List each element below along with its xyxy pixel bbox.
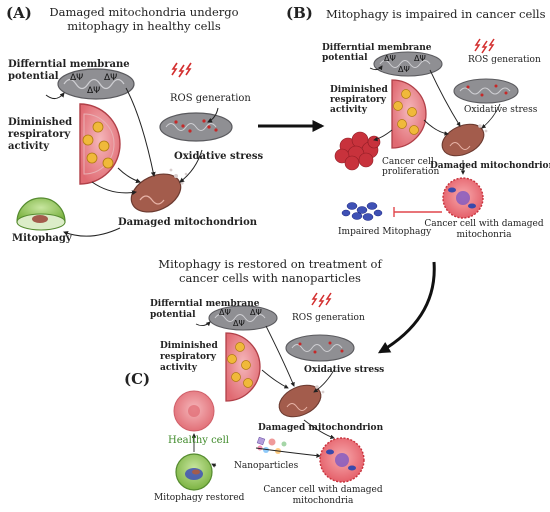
mitophagy-vesicle-a xyxy=(16,197,66,231)
panel-b-proliferation-label-line2: proliferation xyxy=(382,167,440,177)
delta-psi-b2: ΔΨ xyxy=(414,54,426,63)
panel-b-proliferation-label-line1: Cancer cell xyxy=(382,157,434,167)
panel-a-title-line1: Damaged mitochondria undergo xyxy=(49,5,239,19)
ros-lightning-icon-a xyxy=(171,62,192,78)
panel-a-oxidative-label: Oxidative stress xyxy=(174,151,264,162)
panel-b-impaired-label: Impaired Mitophagy xyxy=(338,227,432,237)
oxidative-mitochondrion-c xyxy=(285,334,355,362)
panel-c-respiratory-label-line2: respiratory xyxy=(160,352,216,362)
panel-c: ΔΨ ΔΨ ΔΨ xyxy=(173,292,365,491)
delta-psi-a2: ΔΨ xyxy=(104,73,117,83)
membrane-mitochondrion-b: ΔΨ ΔΨ ΔΨ xyxy=(373,51,443,77)
panel-a: ΔΨ ΔΨ ΔΨ xyxy=(16,62,233,237)
respiratory-cell-c xyxy=(225,332,261,402)
respiratory-cell-a xyxy=(79,103,121,185)
delta-psi-a1: ΔΨ xyxy=(70,73,83,83)
panel-c-restored-label: Mitophagy restored xyxy=(154,493,245,503)
panel-c-oxidative-label: Oxidative stress xyxy=(304,365,385,375)
panel-b-damaged-label: Damaged mitochondrion xyxy=(430,161,550,171)
panel-a-title-line2: mitophagy in healthy cells xyxy=(67,19,221,33)
panel-c-respiratory-label-line1: Diminished xyxy=(160,341,218,351)
panel-a-respiratory-label-line3: activity xyxy=(8,141,50,152)
delta-psi-c1: ΔΨ xyxy=(219,308,231,317)
cancer-cell-b xyxy=(442,177,484,219)
panel-a-ros-label: ROS generation xyxy=(170,93,251,104)
panel-c-respiratory-label-line3: activity xyxy=(160,363,197,373)
arrows-a xyxy=(45,87,219,237)
panel-a-mitophagy-label: Mitophagy xyxy=(12,233,72,244)
panel-b-respiratory-label-line1: Diminished xyxy=(330,85,388,95)
membrane-mitochondrion-c: ΔΨ ΔΨ ΔΨ xyxy=(208,305,278,331)
panel-a-respiratory-label-line2: respiratory xyxy=(8,129,71,140)
panel-b-membrane-label-line2: potential xyxy=(322,53,368,63)
cancer-cell-c xyxy=(319,437,365,483)
panel-b-cancer-label-line1: Cancer cell with damaged xyxy=(424,219,544,229)
delta-psi-b3: ΔΨ xyxy=(398,65,410,74)
panel-a-respiratory-label-line1: Diminished xyxy=(8,117,73,128)
panel-b-letter: (B) xyxy=(286,4,313,22)
panel-c-title-line1: Mitophagy is restored on treatment of xyxy=(158,257,382,271)
cancer-proliferation-cluster-b xyxy=(334,131,381,171)
damaged-mitochondrion-c xyxy=(278,384,325,418)
panel-a-membrane-label-line2: potential xyxy=(8,71,59,82)
impaired-mitophagy-blobs-b xyxy=(341,202,383,221)
healthy-cell-c xyxy=(173,390,215,432)
panel-c-damaged-label: Damaged mitochondrion xyxy=(258,423,384,433)
ros-lightning-icon-c xyxy=(311,292,332,308)
panel-b-respiratory-label-line2: respiratory xyxy=(330,95,386,105)
panel-b-ros-label: ROS generation xyxy=(468,55,541,65)
panel-c-healthy-label: Healthy cell xyxy=(168,435,230,446)
panel-a-membrane-label-line1: Differntial membrane xyxy=(8,59,130,70)
panel-b-title: Mitophagy is impaired in cancer cells xyxy=(326,7,546,21)
panel-c-ros-label: ROS generation xyxy=(292,313,365,323)
panel-c-membrane-label-line2: potential xyxy=(150,310,196,320)
panel-c-cancer-label-line2: mitochondria xyxy=(292,496,354,506)
ros-lightning-icon-b xyxy=(474,38,495,54)
panel-b-respiratory-label-line3: activity xyxy=(330,105,367,115)
panel-b: ΔΨ ΔΨ ΔΨ xyxy=(334,38,519,221)
damaged-mitochondrion-a xyxy=(130,168,188,213)
arrow-b-to-c xyxy=(377,261,436,354)
panel-a-letter: (A) xyxy=(6,4,32,22)
delta-psi-a3: ΔΨ xyxy=(87,86,100,96)
panel-c-nanoparticles-label: Nanoparticles xyxy=(234,461,299,471)
oxidative-mitochondrion-a xyxy=(159,112,233,142)
membrane-mitochondrion-a: ΔΨ ΔΨ ΔΨ xyxy=(57,68,135,100)
panel-c-membrane-label-line1: Differntial membrane xyxy=(150,299,260,309)
damaged-mitochondrion-b xyxy=(441,123,488,157)
delta-psi-c2: ΔΨ xyxy=(250,308,262,317)
mitophagy-restored-vesicle-c xyxy=(175,453,213,491)
arrows-c xyxy=(191,321,335,468)
panel-c-letter: (C) xyxy=(124,370,151,388)
arrows-b xyxy=(369,65,501,175)
oxidative-mitochondrion-b xyxy=(453,78,519,104)
panel-c-title-line2: cancer cells with nanoparticles xyxy=(179,271,361,285)
delta-psi-b1: ΔΨ xyxy=(384,54,396,63)
panel-c-cancer-label-line1: Cancer cell with damaged xyxy=(263,485,383,495)
panel-b-oxidative-label: Oxidative stress xyxy=(464,105,538,115)
delta-psi-c3: ΔΨ xyxy=(233,319,245,328)
panel-a-damaged-label: Damaged mitochondrion xyxy=(118,217,258,228)
panel-b-cancer-label-line2: mitochonria xyxy=(456,230,512,240)
inhibition-line-b xyxy=(393,207,442,217)
respiratory-cell-b xyxy=(391,79,427,149)
panel-b-membrane-label-line1: Differntial membrane xyxy=(322,43,432,53)
